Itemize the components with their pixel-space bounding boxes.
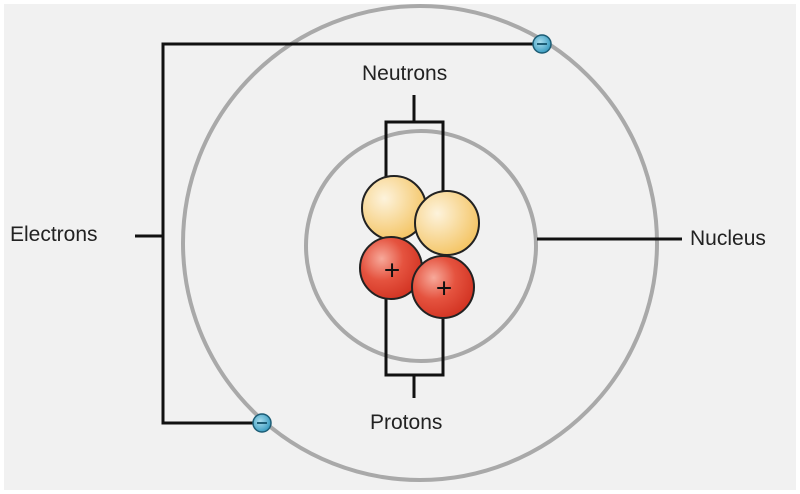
protons-label: Protons [370, 411, 443, 434]
electrons-bracket [161, 42, 542, 425]
proton-2-plus-sign: + [436, 273, 452, 304]
outer-electron-shell [181, 4, 659, 482]
electrons-label: Electrons [10, 223, 98, 246]
neutron-2 [414, 190, 480, 256]
nucleus-label: Nucleus [690, 227, 766, 250]
inner-shell [304, 129, 538, 363]
neutrons-label: Neutrons [362, 62, 448, 85]
proton-1-plus-sign: + [384, 255, 400, 286]
proton-2 [411, 255, 475, 319]
